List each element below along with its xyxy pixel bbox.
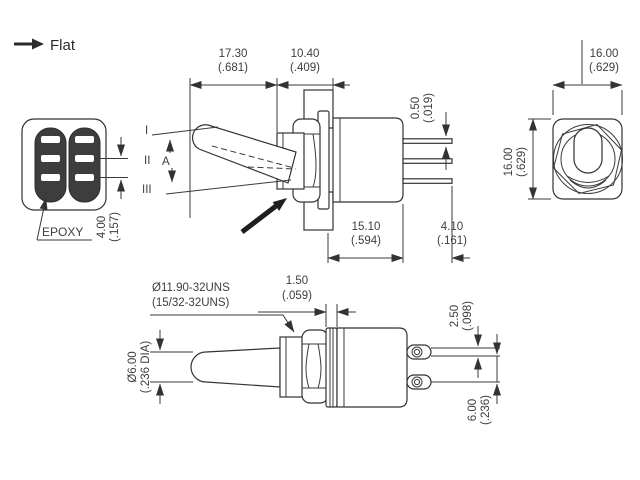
dim-pin-thickness-inch: (.019) — [423, 93, 435, 123]
dim-pin-thickness: 0.50 (.019) — [410, 93, 435, 123]
pointer-arrow-icon — [240, 198, 287, 234]
dim-pin-spacing-inch: (.236) — [480, 395, 492, 425]
center-position-line — [247, 166, 297, 170]
dim-front-height-mm: 16.00 — [503, 148, 515, 177]
toggle-seat-arc — [569, 179, 607, 189]
bushing-bottom-view — [279, 336, 306, 398]
dim-pin-spacing-mm: 6.00 — [467, 399, 479, 421]
angle-label: A — [162, 156, 170, 168]
terminal-pill-right — [68, 127, 101, 203]
dim-body-length-inch: (.594) — [351, 235, 381, 247]
dim-pin-thickness-mm: 0.50 — [410, 97, 422, 119]
dim-body-length-mm: 15.10 — [352, 221, 381, 233]
dim-pin-length-mm: 4.10 — [441, 221, 463, 233]
front-hex-nut — [552, 123, 623, 195]
dim-lever-length-mm: 17.30 — [219, 48, 248, 60]
bottom-side-view: Ø11.90-32UNS (15/32-32UNS) 1.50 (.059) Ø… — [127, 275, 501, 425]
terminal-pill-left — [34, 127, 67, 203]
position-2-label: II — [144, 155, 150, 167]
lever-centerline — [211, 145, 295, 169]
dim-lever-dia-inch: (.236 DIA) — [140, 341, 152, 394]
dim-terminal-spacing-mm: 4.00 — [96, 216, 108, 238]
dim-lever-dia-mm: Ø6.00 — [127, 351, 139, 382]
switch-body — [332, 117, 404, 203]
side-view-pins — [402, 138, 453, 184]
dim-bushing-depth-mm: 10.40 — [291, 48, 320, 60]
thread-label-line1: Ø11.90-32UNS — [152, 282, 230, 294]
position-3-label: III — [142, 184, 152, 196]
epoxy-leader-line — [36, 197, 48, 241]
terminal-slots — [41, 136, 94, 181]
washer-bottom-view — [325, 327, 338, 408]
dim-pin-spacing: 6.00 (.236) — [467, 395, 492, 425]
position-1-label: I — [145, 125, 148, 137]
body-bottom-view — [336, 327, 408, 408]
dim-washer-mm: 1.50 — [286, 275, 308, 287]
flat-arrow-head-icon — [32, 38, 44, 50]
position-1-line — [151, 126, 219, 136]
dim-pin-length-inch: (.161) — [437, 235, 467, 247]
lever-bottom-view — [190, 347, 281, 388]
dim-pin-width-mm: 2.50 — [449, 305, 461, 327]
dim-front-height-inch: (.629) — [516, 147, 528, 177]
dim-lever-diameter: Ø6.00 (.236 DIA) — [127, 341, 152, 394]
dim-washer-inch: (.059) — [282, 290, 312, 302]
front-toggle-tip — [573, 127, 603, 174]
dim-pin-width: 2.50 (.098) — [449, 301, 474, 331]
dim-terminal-spacing-inch: (.157) — [109, 212, 121, 242]
toggle-lever — [191, 124, 297, 184]
dim-front-width-mm: 16.00 — [590, 48, 619, 60]
front-view: 16.00 (.629) 16.00 (.629) — [503, 40, 623, 200]
dim-pin-width-inch: (.098) — [462, 301, 474, 331]
thread-label-line2: (15/32-32UNS) — [152, 297, 230, 309]
thread-leader-line — [150, 314, 295, 333]
epoxy-label: EPOXY — [42, 225, 83, 239]
dim-terminal-spacing: 4.00 (.157) — [96, 212, 121, 242]
terminal-view: 4.00 (.157) EPOXY — [21, 118, 128, 242]
side-view: I II III A 17.30 (.681) 10.40 (.409) 0.5… — [142, 48, 470, 263]
dim-front-height: 16.00 (.629) — [503, 147, 528, 177]
solder-lugs — [406, 344, 432, 390]
flat-label: Flat — [50, 37, 76, 54]
dim-front-width-inch: (.629) — [589, 62, 619, 74]
position-3-line — [165, 179, 292, 195]
dim-lever-length-inch: (.681) — [218, 62, 248, 74]
flat-indicator: Flat — [14, 37, 76, 54]
dim-bushing-depth-inch: (.409) — [290, 62, 320, 74]
front-outer-circle — [553, 124, 623, 194]
